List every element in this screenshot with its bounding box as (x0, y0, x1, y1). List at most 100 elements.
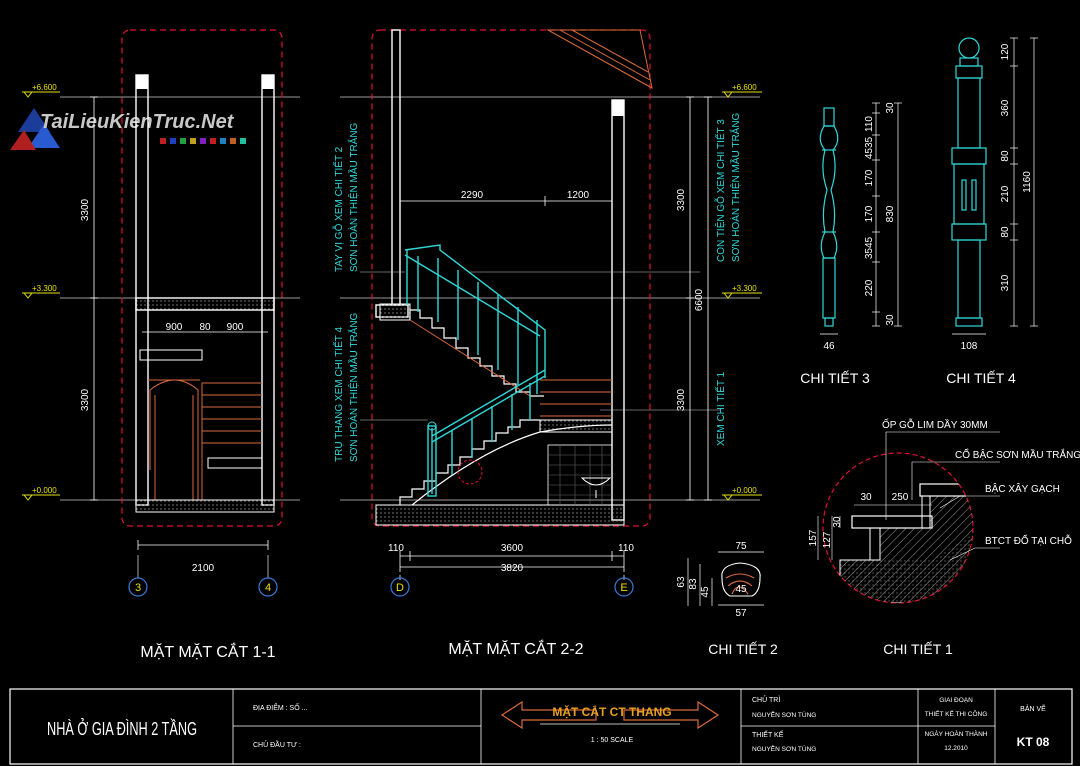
section-2-title: MẶT MẶT CẮT 2-2 (448, 639, 583, 658)
project-name: NHÀ Ở GIA ĐÌNH 2 TẦNG (47, 718, 197, 739)
svg-text:220: 220 (864, 279, 875, 296)
axis-bubble-e (614, 577, 634, 597)
svg-text:157: 157 (808, 529, 819, 546)
s2-dim-h-lower: 3300 (676, 388, 687, 411)
note-post-1: TRỤ THANG XEM CHI TIẾT 4 (332, 327, 345, 462)
s1-dim-h-upper: 3300 (80, 198, 91, 221)
svg-text:4: 4 (265, 582, 271, 594)
svg-text:30: 30 (885, 102, 896, 114)
location-label: ĐỊA ĐIỂM : SỐ ... (253, 702, 308, 712)
svg-text:45: 45 (700, 586, 711, 598)
s2-dim-h-upper: 3300 (676, 188, 687, 211)
svg-text:+6.600: +6.600 (732, 83, 757, 92)
svg-text:D: D (396, 582, 404, 594)
level-tag-right-3300: +3.300 (722, 284, 762, 299)
svg-text:30: 30 (832, 516, 843, 528)
watermark-text: TaiLieuKienTruc.Net (40, 111, 235, 133)
svg-text:46: 46 (823, 341, 835, 352)
level-tag-left-3300: +3.300 (22, 284, 60, 299)
section-2-cut-boundary (371, 29, 651, 527)
s2-dim-total: 3820 (501, 563, 524, 574)
note-post-2: SƠN HOÀN THIỆN MẦU TRẮNG (347, 312, 360, 462)
svg-text:310: 310 (1000, 274, 1011, 291)
s1-dim-h-lower: 3300 (80, 388, 91, 411)
title-block: NHÀ Ở GIA ĐÌNH 2 TẦNG ĐỊA ĐIỂM : SỐ ... … (9, 688, 1073, 765)
s1-dim-w1: 900 (166, 322, 183, 333)
section-1-1: 3300 3300 900 80 900 2100 3 4 MẶT MẶT CẮ… (80, 29, 283, 661)
svg-text:110: 110 (864, 116, 875, 132)
detail-3: 30 110 4535 170 170 3545 220 30 830 46 C… (800, 102, 902, 386)
note-handrail-2: SƠN HOÀN THIỆN MẦU TRẮNG (347, 122, 360, 272)
svg-text:NGUYỄN SƠN TÙNG: NGUYỄN SƠN TÙNG (752, 710, 816, 719)
svg-text:830: 830 (885, 205, 896, 222)
s1-dim-total: 2100 (192, 563, 215, 574)
detail-4-title: CHI TIẾT 4 (946, 370, 1016, 386)
svg-text:THIẾT KẾ: THIẾT KẾ (752, 729, 784, 739)
svg-text:THIẾT KẾ THI CÔNG: THIẾT KẾ THI CÔNG (925, 708, 988, 718)
s2-dim-b2: 3600 (501, 543, 524, 554)
note-baluster-1: CON TIỆN GỖ XEM CHI TIẾT 3 (714, 119, 727, 262)
detail-1: ỐP GỖ LIM DẦY 30MM CỔ BẬC SƠN MẦU TRẮNG … (808, 417, 1080, 657)
svg-text:127: 127 (822, 531, 833, 548)
svg-text:+3.300: +3.300 (732, 284, 757, 293)
svg-text:+6.600: +6.600 (32, 83, 57, 92)
svg-text:4535: 4535 (864, 136, 875, 159)
svg-text:NGÀY HOÀN THÀNH: NGÀY HOÀN THÀNH (925, 729, 988, 738)
section-1-cut-boundary (121, 29, 283, 527)
axis-bubble-4 (258, 577, 278, 597)
svg-text:BẬC XÂY GẠCH: BẬC XÂY GẠCH (985, 482, 1060, 495)
sheet-number: KT 08 (1017, 735, 1050, 749)
level-tag-right-6600: +6.600 (722, 83, 762, 98)
detail-3-title: CHI TIẾT 3 (800, 370, 870, 386)
svg-text:170: 170 (864, 169, 875, 186)
detail-4: 120 360 80 210 80 310 1160 108 CHI TIẾT … (946, 37, 1038, 386)
drawing-title: MẶT CẮT CT THANG (552, 704, 671, 719)
s2-dim-b1: 110 (388, 543, 404, 554)
upper-handrail (404, 244, 546, 394)
s2-dim-1200: 1200 (567, 190, 590, 201)
investor-label: CHỦ ĐẦU TƯ : (253, 739, 301, 749)
svg-text:BTCT ĐỔ TẠI CHỖ: BTCT ĐỔ TẠI CHỖ (985, 534, 1072, 547)
svg-text:80: 80 (1000, 226, 1011, 238)
svg-text:ỐP GỖ LIM DẦY 30MM: ỐP GỖ LIM DẦY 30MM (882, 417, 988, 431)
section-1-title: MẶT MẶT CẮT 1-1 (140, 642, 275, 661)
svg-text:30: 30 (860, 492, 872, 503)
svg-text:120: 120 (1000, 43, 1011, 60)
svg-text:12.2010: 12.2010 (944, 745, 968, 752)
s1-dim-w2: 80 (199, 322, 211, 333)
detail-2: 75 63 83 45 45 57 CHI TIẾT 2 (676, 541, 778, 657)
s2-dim-h-total: 6600 (694, 288, 705, 311)
svg-text:360: 360 (1000, 99, 1011, 116)
svg-text:+0.000: +0.000 (32, 486, 57, 495)
s2-dim-2290: 2290 (461, 190, 484, 201)
lower-handrail (431, 369, 546, 494)
section-2-2: TAY VỊ GỖ XEM CHI TIẾT 2 SƠN HOÀN THIỆN … (332, 29, 742, 658)
svg-text:210: 210 (1000, 185, 1011, 202)
svg-text:30: 30 (885, 314, 896, 326)
svg-text:45: 45 (735, 584, 747, 595)
svg-text:75: 75 (735, 541, 747, 552)
svg-text:1160: 1160 (1022, 171, 1033, 193)
detail-2-title: CHI TIẾT 2 (708, 641, 778, 657)
level-tag-right-0000: +0.000 (722, 486, 762, 501)
s1-dim-w3: 900 (227, 322, 244, 333)
watermark-logo: TaiLieuKienTruc.Net (10, 108, 246, 150)
svg-text:+3.300: +3.300 (32, 284, 57, 293)
svg-text:CHỦ TRÌ: CHỦ TRÌ (752, 695, 780, 704)
svg-text:108: 108 (961, 341, 978, 352)
note-handrail-1: TAY VỊ GỖ XEM CHI TIẾT 2 (332, 146, 345, 272)
level-tag-left-6600: +6.600 (22, 83, 60, 98)
svg-text:NGUYỄN SƠN TÙNG: NGUYỄN SƠN TÙNG (752, 744, 816, 753)
axis-bubble-3 (128, 577, 148, 597)
svg-text:83: 83 (688, 578, 699, 590)
svg-text:+0.000: +0.000 (732, 486, 757, 495)
level-tag-left-0000: +0.000 (22, 486, 60, 501)
svg-text:63: 63 (676, 576, 687, 588)
axis-bubble-d (390, 577, 410, 597)
svg-text:170: 170 (864, 205, 875, 222)
drawing-title-arrows (500, 700, 720, 730)
svg-text:80: 80 (1000, 150, 1011, 162)
svg-text:CỔ BẬC SƠN MẦU TRẮNG: CỔ BẬC SƠN MẦU TRẮNG (955, 448, 1080, 461)
